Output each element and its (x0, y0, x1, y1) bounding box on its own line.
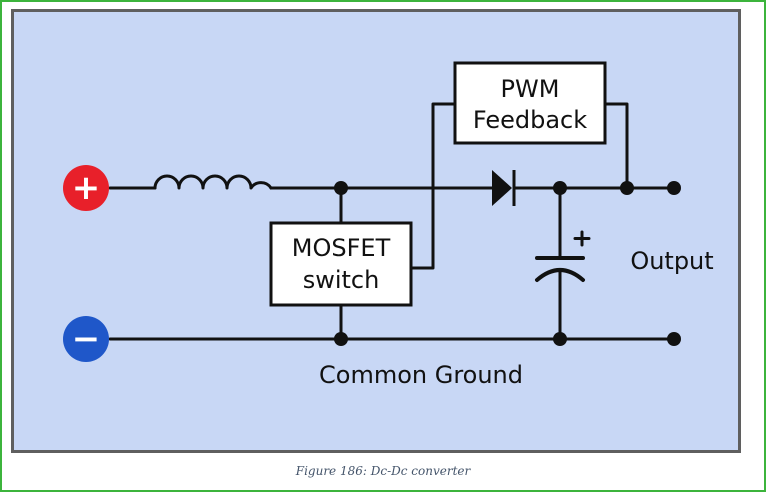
pwm-label: PWM (501, 75, 560, 103)
output-terminal-positive (667, 181, 681, 195)
junction-dot-feedback (620, 181, 634, 195)
output-terminal-negative (667, 332, 681, 346)
capacitor-plate-curved (535, 268, 585, 282)
inductor-coil (153, 174, 273, 190)
diode-icon (492, 170, 512, 206)
positive-sign: + (72, 168, 101, 208)
pwm-feedback-box (453, 61, 607, 145)
figure-caption: Figure 186: Dc-Dc converter (295, 464, 471, 478)
mosfet-switch-box (269, 221, 413, 307)
junction-dot-cap-bottom (553, 332, 567, 346)
switch-label: switch (303, 266, 380, 294)
wire-feedback-sense (603, 102, 629, 190)
feedback-label: Feedback (473, 106, 587, 134)
mosfet-label: MOSFET (292, 234, 391, 262)
ground-label: Common Ground (319, 361, 523, 389)
junction-dot-mosfet-top (334, 181, 348, 195)
positive-terminal-icon: + (63, 165, 109, 211)
junction-dot-mosfet-bottom (334, 332, 348, 346)
negative-terminal-icon: − (63, 316, 109, 362)
negative-sign: − (72, 319, 101, 359)
output-label: Output (630, 247, 713, 275)
junction-dot-cap-top (553, 181, 567, 195)
wire-gate-feedback (409, 102, 457, 270)
